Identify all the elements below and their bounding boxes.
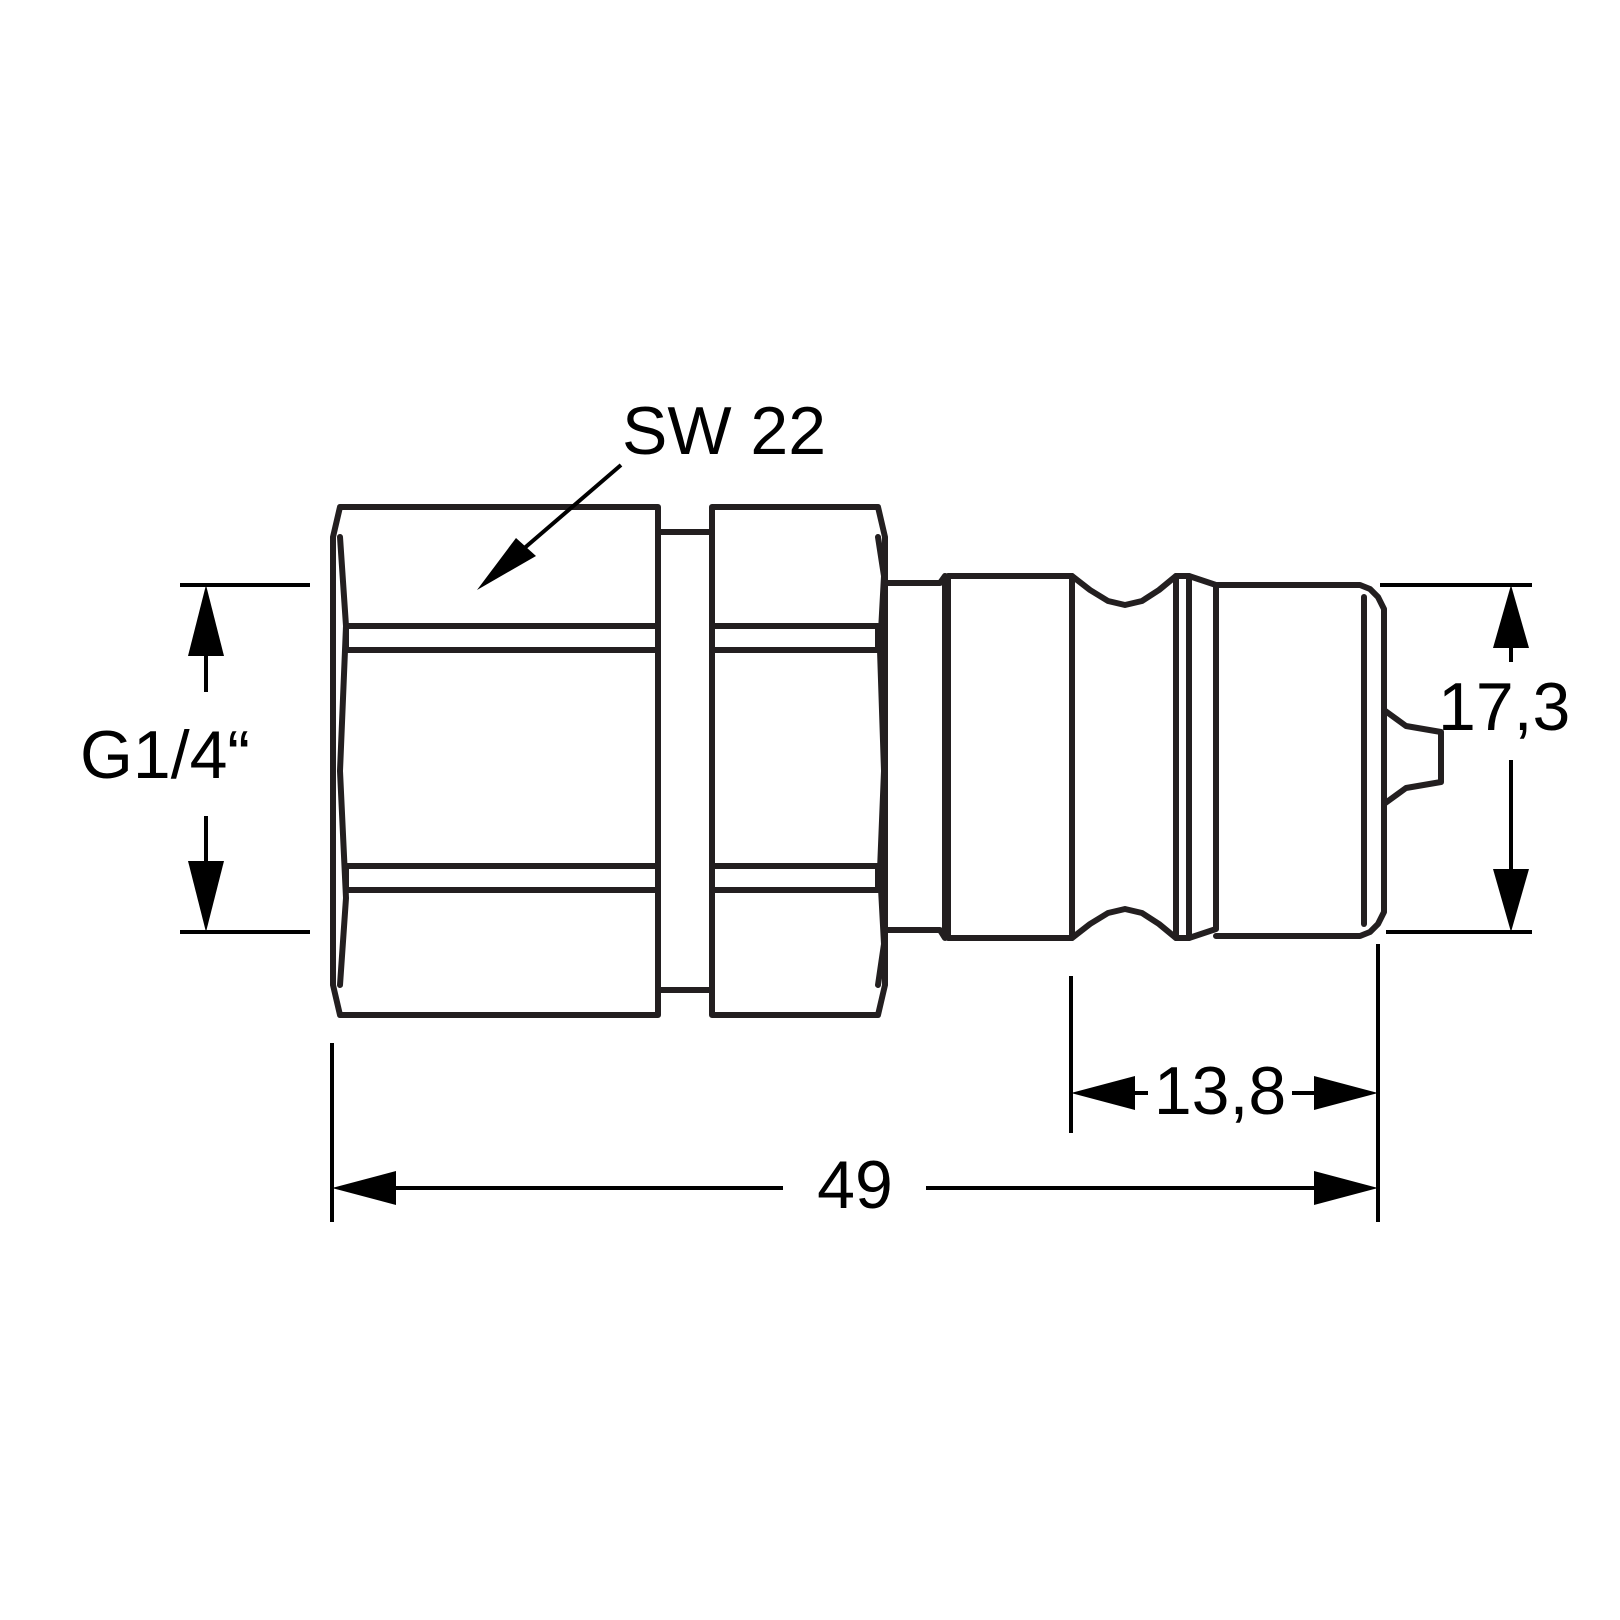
wrench-size-label: SW 22 <box>622 393 826 469</box>
overall-length-label: 49 <box>817 1147 893 1223</box>
thread-size-label: G1/4“ <box>80 717 250 793</box>
plug-nipple <box>882 573 1444 941</box>
hex-body-right <box>709 504 888 1018</box>
tip-diameter-label: 17,3 <box>1438 669 1570 745</box>
overall-length-dimension <box>330 1043 1378 1222</box>
nose-length-dimension <box>1069 944 1380 1222</box>
hex-body-left <box>330 504 661 1018</box>
sw22-leader <box>477 463 623 590</box>
thread-dimension <box>180 583 310 934</box>
tip-diameter-dimension <box>1380 583 1532 934</box>
nose-length-label: 13,8 <box>1154 1053 1286 1129</box>
hex-neck <box>655 529 715 993</box>
